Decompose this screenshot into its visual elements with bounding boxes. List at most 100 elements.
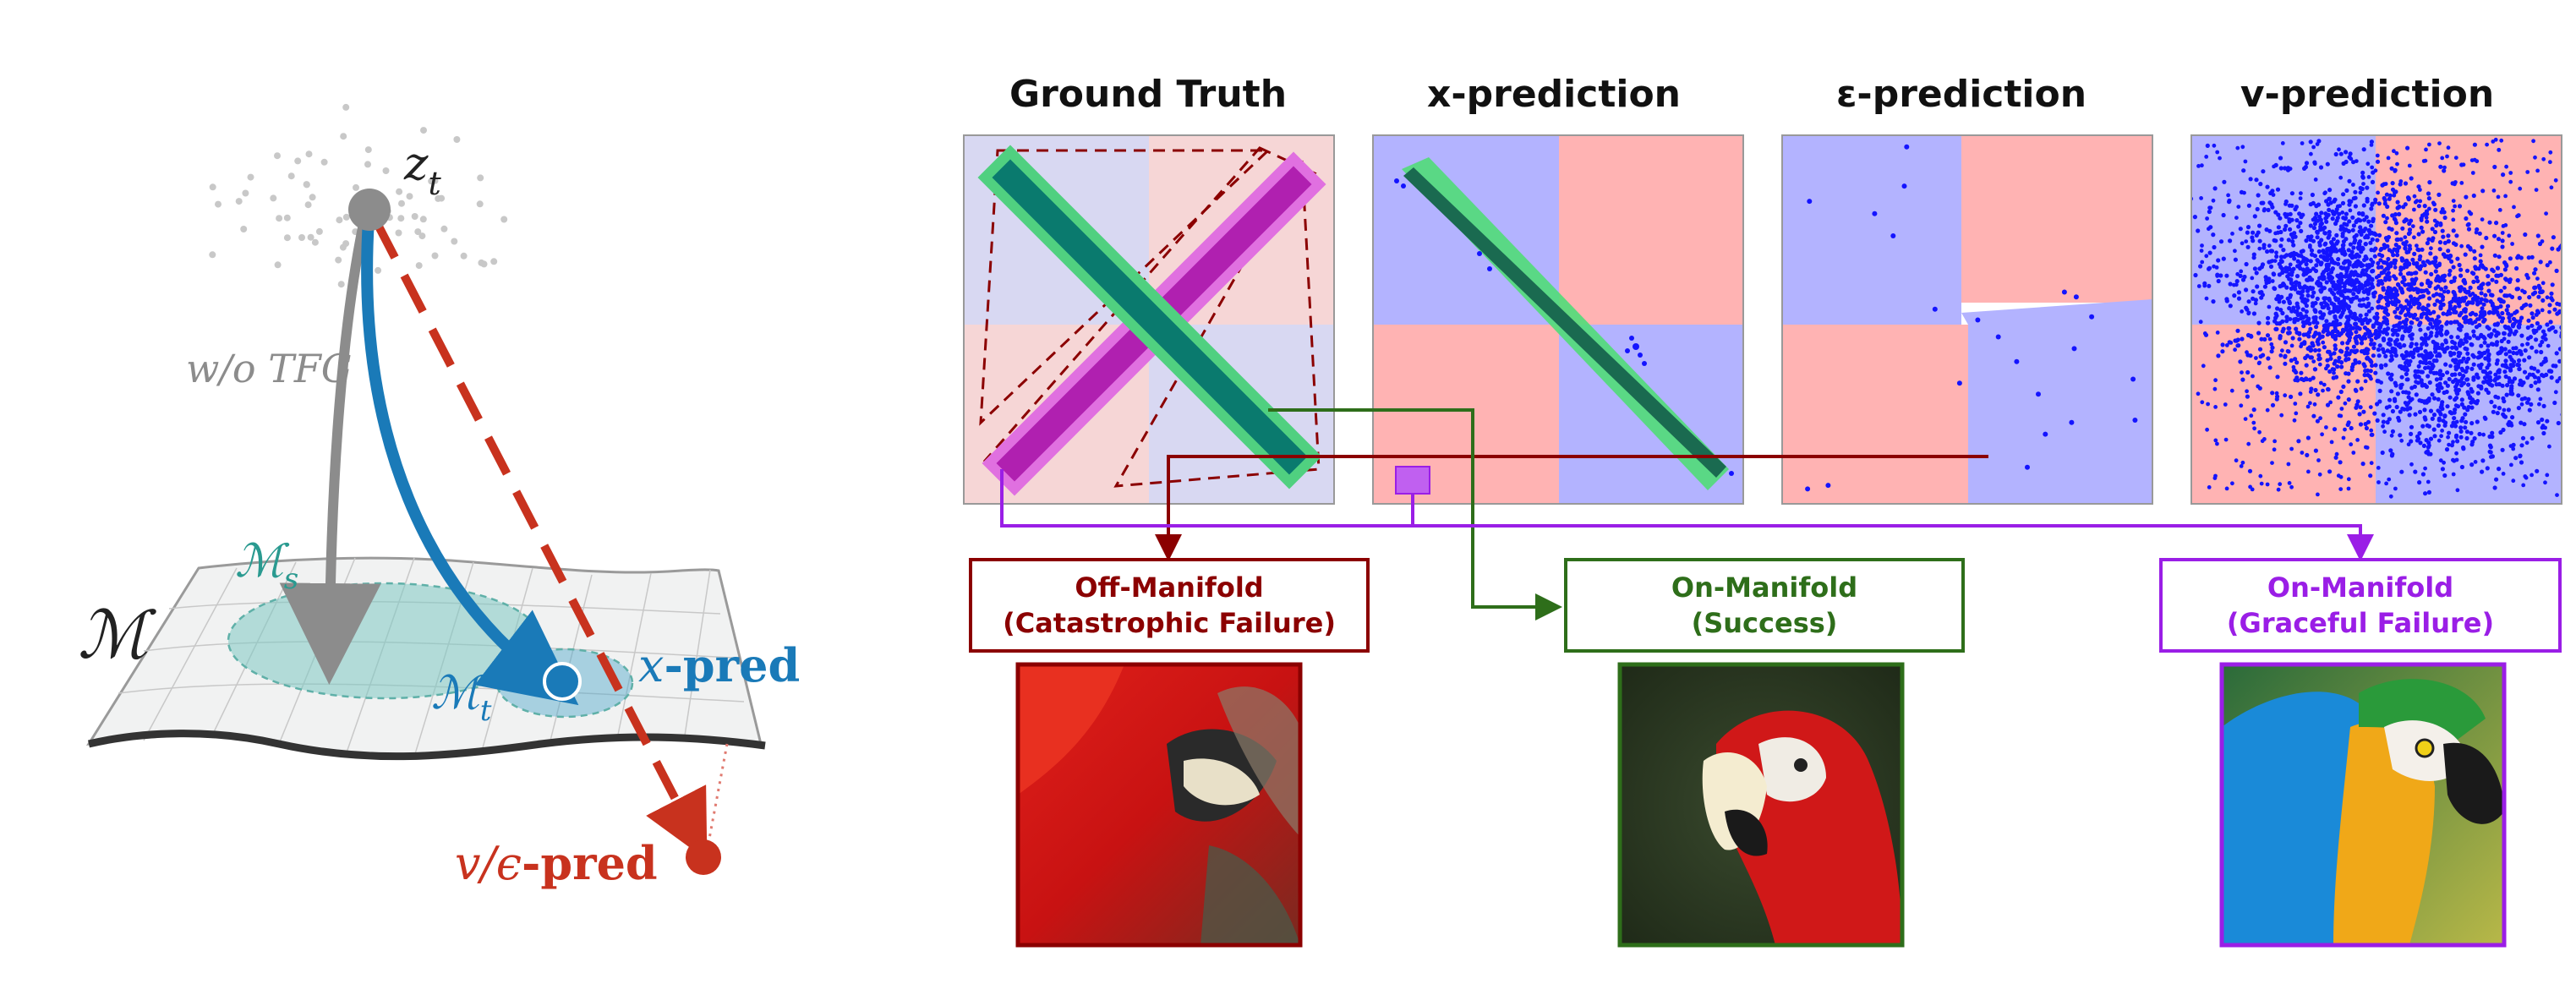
scatter-point: [2375, 238, 2380, 243]
scatter-point: [2521, 483, 2526, 488]
scatter-point: [2464, 429, 2469, 435]
scatter-point: [2182, 215, 2186, 219]
scatter-point: [2516, 254, 2521, 259]
scatter-point: [2215, 331, 2220, 335]
scatter-point: [2468, 395, 2473, 400]
scatter-point: [2483, 356, 2488, 361]
scatter-point: [2464, 365, 2470, 370]
scatter-point: [2267, 336, 2272, 342]
scatter-point: [2399, 438, 2404, 443]
scatter-point: [2413, 412, 2418, 417]
outcome-success-line2: (Success): [1692, 607, 1838, 639]
scatter-point: [2332, 260, 2337, 265]
scatter-point: [2475, 279, 2480, 284]
scatter-point: [2408, 304, 2413, 309]
scatter-point: [2535, 468, 2540, 473]
scatter-point: [2536, 310, 2541, 315]
scatter-point: [2278, 216, 2283, 221]
scatter-point: [2383, 310, 2388, 315]
scatter-point: [2213, 378, 2218, 383]
scatter-point: [2301, 324, 2306, 329]
scatter-point: [2503, 276, 2508, 282]
scatter-point: [2267, 228, 2272, 233]
projection-dotted: [705, 743, 729, 853]
scatter-point: [2288, 252, 2293, 257]
scatter-point: [2433, 269, 2438, 274]
scatter-point: [2322, 345, 2327, 350]
scatter-point: [2436, 408, 2441, 413]
scatter-point: [2293, 234, 2298, 239]
scatter-point: [2358, 313, 2363, 318]
scatter-point: [2426, 237, 2431, 242]
scatter-point: [2322, 255, 2327, 260]
scatter-point: [2327, 309, 2333, 314]
scatter-point: [2540, 417, 2545, 423]
scatter-point: [2368, 473, 2373, 478]
scatter-point: [2310, 192, 2315, 198]
scatter-point: [2462, 279, 2467, 285]
scatter-point: [2280, 310, 2285, 316]
scatter-point: [2486, 333, 2491, 338]
scatter-point: [2459, 402, 2464, 407]
scatter-point: [2436, 314, 2441, 320]
scatter-point: [2387, 397, 2393, 402]
scatter-point: [2348, 208, 2353, 213]
scatter-point: [2481, 302, 2486, 307]
scatter-point: [2428, 251, 2433, 256]
scatter-point: [2529, 383, 2534, 389]
scatter-point: [2466, 405, 2471, 410]
scatter-point: [2322, 231, 2327, 235]
scatter-point: [2341, 243, 2346, 248]
scatter-point: [2413, 200, 2418, 205]
scatter-point: [2476, 266, 2481, 271]
image-success-parrot: [1617, 662, 1905, 948]
scatter-point: [2364, 425, 2369, 431]
scatter-point: [2240, 336, 2245, 342]
scatter-point: [283, 214, 291, 221]
scatter-point: [2399, 374, 2404, 380]
scatter-point: [2431, 309, 2437, 314]
scatter-point: [2318, 282, 2323, 287]
scatter-point: [2346, 477, 2351, 482]
scatter-point: [2446, 145, 2451, 150]
scatter-point: [2293, 402, 2298, 406]
scatter-point: [2309, 248, 2315, 253]
scatter-point: [2548, 320, 2553, 325]
scatter-point: [2370, 306, 2375, 311]
scatter-point: [2452, 276, 2458, 281]
scatter-point: [2365, 320, 2371, 325]
scatter-point: [2265, 333, 2271, 338]
scatter-point: [2445, 383, 2450, 388]
scatter-point: [2508, 171, 2513, 175]
scatter-point: [2517, 367, 2522, 371]
scatter-point: [2458, 435, 2464, 440]
scatter-point: [2385, 238, 2390, 243]
scatter-point: [2380, 281, 2385, 286]
scatter-point: [2427, 380, 2432, 385]
scatter-point: [2461, 445, 2466, 451]
scatter-point: [2429, 331, 2434, 336]
scatter-point: [2287, 326, 2292, 331]
scatter-point: [2366, 309, 2371, 314]
scatter-point: [2316, 353, 2322, 358]
scatter-point: [2366, 227, 2371, 232]
scatter-point: [2469, 430, 2474, 435]
scatter-point: [2385, 420, 2390, 425]
scatter-point: [2487, 450, 2492, 454]
scatter-point: [2543, 480, 2547, 485]
scatter-point: [2512, 331, 2517, 336]
scatter-point: [2344, 327, 2349, 332]
scatter-point: [2470, 292, 2475, 296]
scatter-point: [2453, 156, 2458, 161]
scatter-point: [2235, 328, 2240, 333]
panel-title-ground-truth: Ground Truth: [1009, 73, 1287, 116]
scatter-point: [2376, 353, 2382, 358]
scatter-point: [2481, 313, 2486, 318]
scatter-point: [2336, 473, 2341, 478]
scatter-point: [2409, 282, 2414, 287]
scatter-point: [2498, 272, 2503, 277]
scatter-point: [2485, 325, 2490, 330]
scatter-point: [2470, 440, 2475, 445]
scatter-point: [2278, 320, 2283, 325]
scatter-point: [2467, 336, 2472, 341]
